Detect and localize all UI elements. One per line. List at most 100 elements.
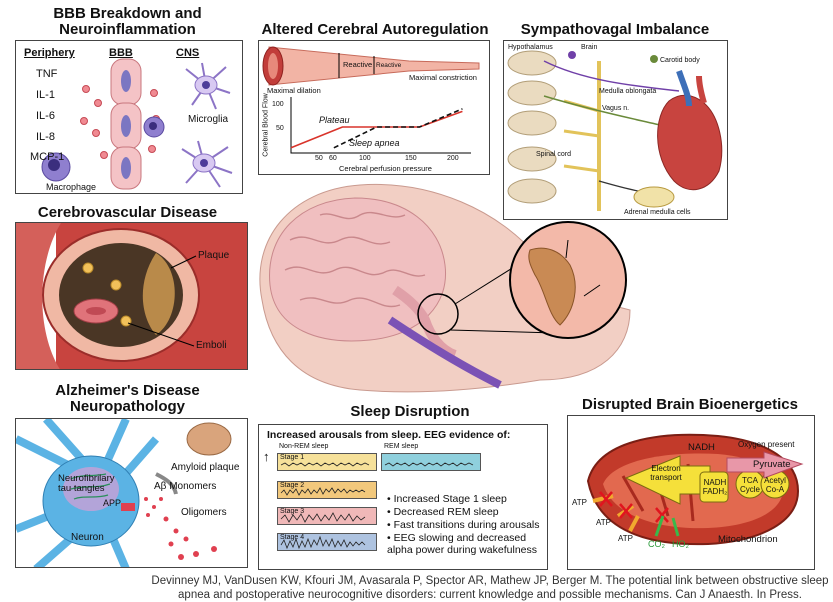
plateau-label: Plateau: [319, 115, 350, 125]
bbb-panel: Periphery BBB CNS TNF IL-1 IL-6 IL-8 MCP…: [15, 40, 243, 194]
artery-wall-outer: [16, 223, 61, 369]
y-tick: 50: [276, 125, 284, 132]
zoom-line: [454, 261, 523, 305]
alz-title: Alzheimer's Disease Neuropathology: [30, 383, 225, 415]
microglia-label: Microglia: [188, 114, 229, 125]
tangle-fibers: [70, 473, 111, 500]
nadh-fadh-label: NADH FADH₂: [701, 478, 729, 496]
rem-trace: [381, 453, 481, 471]
tca-text: TCA Cycle: [739, 476, 760, 494]
vagus-label: Vagus n.: [602, 105, 630, 112]
vagus-nerve: [543, 60, 680, 92]
carotid-body: [650, 55, 658, 63]
stage-1-trace: Stage 1: [277, 453, 377, 471]
up-arrow-icon: ↑: [263, 449, 270, 464]
neuron-illustration: [16, 419, 232, 567]
cbf-chart: [290, 97, 471, 154]
cytokine-dot: [92, 129, 100, 137]
x-tick: 150: [405, 155, 417, 162]
electron-label: Electron transport: [648, 464, 684, 482]
nerve-branch: [563, 99, 600, 173]
neuron-label: Neuron: [71, 532, 104, 543]
bio-panel: Electron transport NADH FADH₂ TCA Cycle …: [567, 415, 815, 570]
atp-arrow: [628, 515, 640, 532]
sleep-panel: Increased arousals from sleep. EEG evide…: [258, 424, 548, 570]
cell-nucleus: [48, 159, 60, 171]
amyloid-plaque: [186, 422, 232, 456]
vertebra: [507, 110, 557, 136]
y-tick: 100: [272, 101, 284, 108]
vertebra: [507, 178, 557, 204]
sleep-bullet-text: EEG slowing and decreased alpha power du…: [387, 532, 538, 556]
rem-label: REM sleep: [384, 443, 419, 450]
alz-title-text: Alzheimer's Disease Neuropathology: [55, 382, 200, 415]
rbc-center: [86, 307, 106, 315]
airway-arrow: [583, 284, 601, 297]
spinal-label: Spinal cord: [536, 151, 572, 158]
artery-illustration: [16, 223, 247, 369]
airway-zoom-detail: [509, 221, 627, 339]
cytokine-label: TNF: [36, 68, 58, 80]
symp-title-text: Sympathovagal Imbalance: [520, 21, 710, 38]
eeg-wave: [280, 487, 366, 496]
bbb-illustration: [41, 58, 233, 190]
x-axis-label: Cerebral perfusion pressure: [339, 164, 432, 173]
airway-zoom-circle: [417, 293, 459, 335]
brain-label: Brain: [581, 44, 598, 51]
x-tick: 50: [315, 155, 323, 162]
embolus: [120, 315, 132, 327]
cytokine-dot: [148, 145, 156, 153]
co2-label: CO₂: [648, 539, 665, 549]
mito-label: Mitochondrion: [718, 534, 778, 545]
plaque-label: Plaque: [198, 250, 230, 261]
symp-title: Sympathovagal Imbalance: [505, 22, 725, 38]
neuron-dendrite: [16, 419, 160, 567]
tangles-label-text: Neurofibrilary tau tangles: [58, 473, 115, 494]
eeg-wave: [280, 462, 370, 467]
x-tick: 200: [447, 155, 459, 162]
stage-label: Stage 1: [280, 454, 305, 461]
co2-arrow: [654, 515, 665, 537]
sleep-bullet: • Fast transitions during arousals: [387, 519, 540, 531]
chart-axes: [290, 97, 471, 154]
oligomers-label: Oligomers: [181, 507, 227, 518]
alz-panel: Neurofibrilary tau tangles APP Aβ Monome…: [15, 418, 248, 568]
stage-label: Stage 2: [280, 482, 305, 489]
acetyl-label: Acetyl Co-A: [762, 476, 788, 494]
stage-label: Stage 3: [280, 508, 305, 515]
atp-arrow: [592, 494, 614, 503]
symp-panel: Hypothalamus Brain Carotid body Medulla …: [503, 40, 728, 220]
eeg-wave: [280, 512, 366, 523]
cytokine-label: IL-1: [36, 89, 55, 101]
heart-vessel: [696, 75, 707, 104]
autoreg-illustration: [262, 46, 480, 86]
embolus: [82, 262, 94, 274]
emboli-label: Emboli: [196, 340, 227, 351]
sleep-heading: Increased arousals from sleep. EEG evide…: [267, 429, 511, 441]
cytokine-dot: [150, 89, 158, 97]
reactive-label: Reactive: [343, 60, 373, 69]
autoreg-title-text: Altered Cerebral Autoregulation: [261, 21, 489, 38]
autoreg-title: Altered Cerebral Autoregulation: [255, 22, 495, 38]
brainstem: [392, 285, 457, 360]
ho2-arrow: [671, 517, 680, 537]
airway-tube: [387, 316, 502, 389]
cytokine-dot: [100, 151, 108, 159]
periphery-header: Periphery: [24, 47, 75, 59]
ho2-label: HO₂: [672, 539, 689, 549]
sleep-bullet-text: Fast transitions during arousals: [393, 519, 540, 531]
sleep-bullet: • EEG slowing and decreased alpha power …: [387, 532, 538, 556]
acetyl-text: Acetyl Co-A: [764, 476, 786, 494]
bbb-title-text: BBB Breakdown and Neuroinflammation: [53, 5, 202, 38]
cvd-title: Cerebrovascular Disease: [15, 205, 240, 221]
eeg-wave: [384, 462, 474, 467]
sleep-title-text: Sleep Disruption: [350, 403, 470, 420]
max-dilation-label: Maximal dilation: [267, 86, 321, 95]
heart-vessel: [676, 70, 692, 107]
sleep-bullet-text: Decreased REM sleep: [393, 506, 499, 518]
cell-nucleus: [121, 157, 131, 179]
symp-illustration: [507, 50, 723, 211]
tau-tangles: [63, 467, 119, 511]
cell-nucleus: [202, 81, 210, 89]
cns-header: CNS: [176, 47, 200, 59]
